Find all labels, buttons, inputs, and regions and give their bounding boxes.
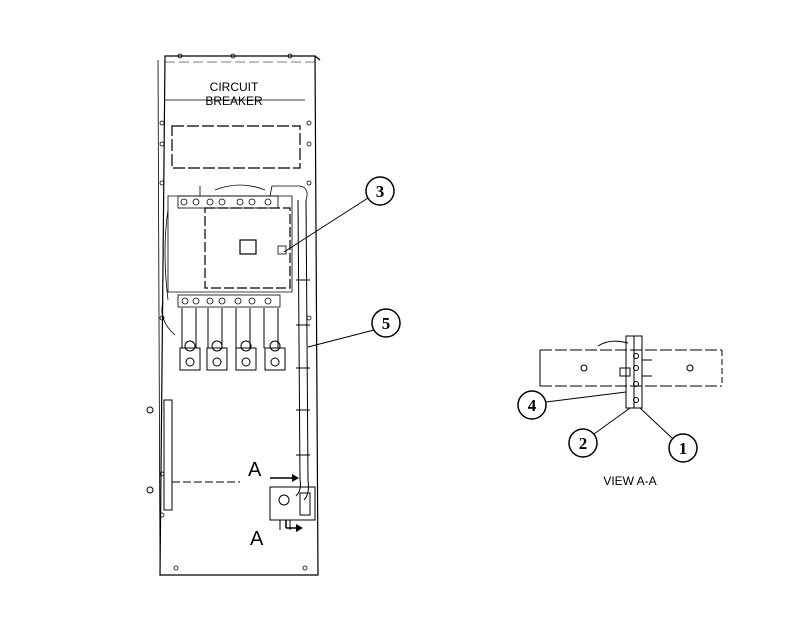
view-label: VIEW A-A [603, 474, 656, 488]
panel-outline [159, 55, 319, 576]
section-marker-lower: A [250, 520, 303, 550]
cable-lugs [179, 308, 286, 371]
callout-1: 1 [639, 407, 698, 463]
view-a-a-detail [539, 335, 723, 409]
svg-text:4: 4 [528, 396, 537, 415]
display-window [171, 125, 301, 169]
svg-text:3: 3 [376, 182, 385, 201]
callout-4: 4 [517, 390, 627, 420]
svg-text:2: 2 [579, 434, 588, 453]
callout-5: 5 [307, 308, 401, 348]
svg-text:5: 5 [382, 314, 391, 333]
section-marker-upper: A [248, 459, 299, 482]
wire-harness [295, 199, 310, 501]
hinge-bracket [146, 399, 240, 511]
panel-front-view [146, 53, 321, 576]
panel-header-line2: BREAKER [205, 94, 263, 108]
callout-2: 2 [568, 407, 631, 458]
callout-3: 3 [283, 176, 395, 253]
panel-header-line1: CIRCUIT [210, 80, 259, 94]
svg-text:1: 1 [679, 439, 688, 458]
top-terminals [177, 184, 308, 209]
ground-terminal-block [269, 486, 316, 530]
svg-text:A: A [250, 528, 264, 550]
breaker-handle [239, 239, 257, 255]
breaker-body [204, 207, 291, 289]
mounting-plate [167, 195, 293, 293]
bottom-terminals [177, 294, 281, 308]
svg-text:A: A [248, 459, 262, 481]
fasteners [159, 53, 312, 571]
